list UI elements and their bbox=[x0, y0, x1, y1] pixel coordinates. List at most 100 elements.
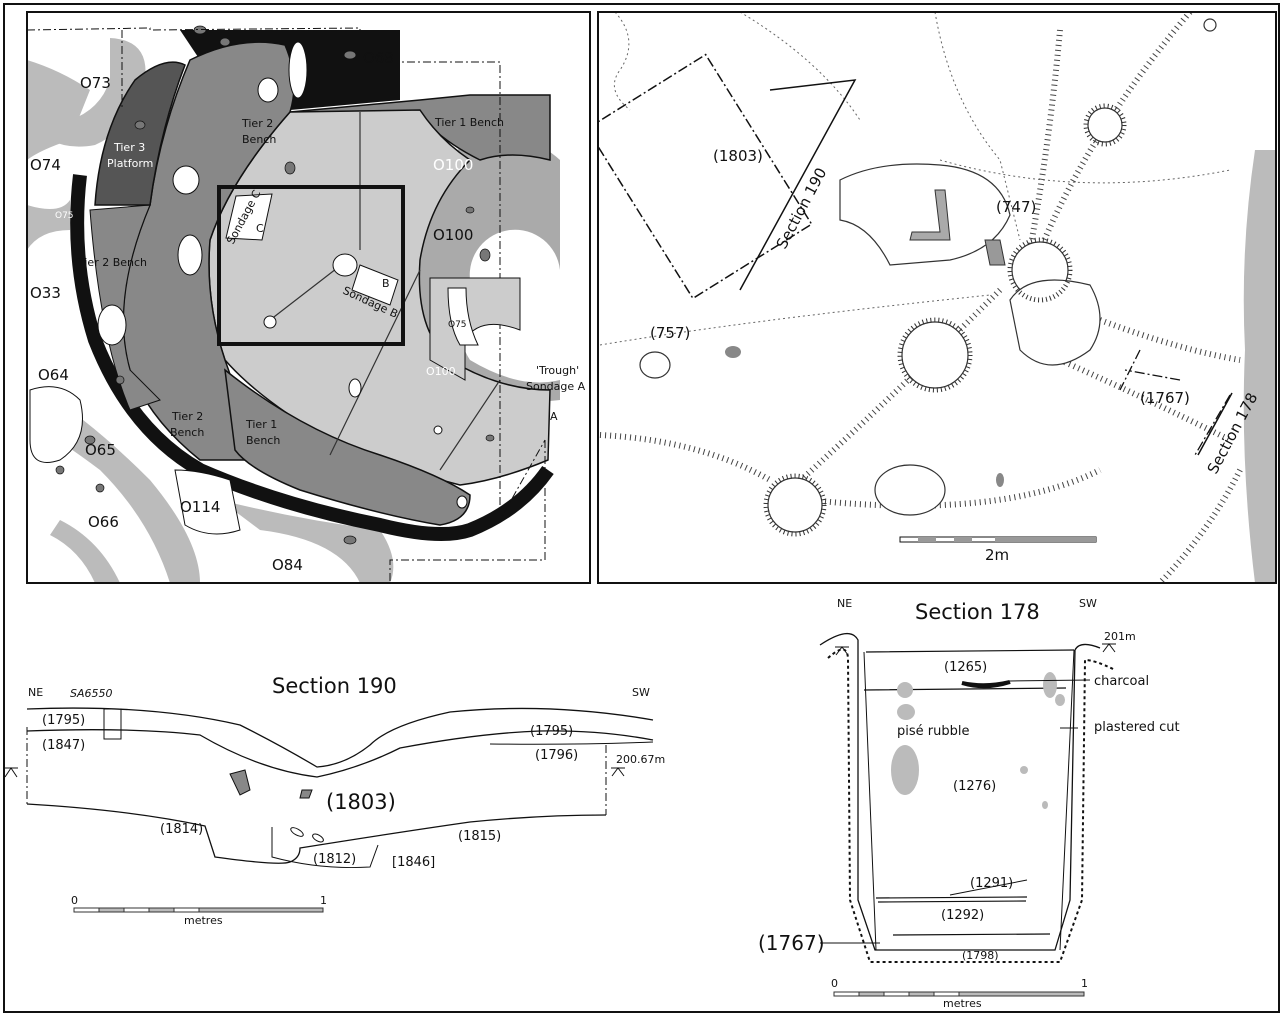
feature-posthole bbox=[456, 495, 468, 509]
deposit-o65 bbox=[40, 390, 200, 583]
label-o65: O65 bbox=[85, 441, 116, 459]
orientation-ne: NE bbox=[837, 597, 852, 610]
label-tier2-bench: Tier 2 bbox=[171, 410, 203, 423]
label-o66: O66 bbox=[88, 513, 119, 531]
plan-right-frame bbox=[597, 11, 1277, 584]
scale-end: 1 bbox=[1081, 977, 1088, 990]
label-o84: O84 bbox=[272, 556, 303, 574]
sample-box bbox=[103, 708, 122, 740]
plastered-cut-line bbox=[827, 648, 1116, 963]
label-o33: O33 bbox=[30, 284, 61, 302]
stone bbox=[299, 789, 313, 799]
label-tier1-bench: Bench bbox=[246, 434, 280, 447]
layer-label: (1795) bbox=[530, 724, 573, 739]
feature-pit bbox=[332, 253, 358, 277]
section-178-title: Section 178 bbox=[915, 600, 1040, 624]
orientation-sw: SW bbox=[632, 686, 650, 699]
focus-box bbox=[217, 185, 405, 346]
layer-label: (1847) bbox=[42, 738, 85, 753]
feature-pit bbox=[177, 234, 203, 276]
section-190-line bbox=[739, 79, 857, 291]
cut-sides bbox=[863, 649, 1075, 951]
plan-right: (1803) Section 190 (747) (757) (1767) Se… bbox=[598, 12, 1276, 583]
layer-label: (1815) bbox=[458, 829, 501, 844]
stone bbox=[312, 833, 324, 843]
wall-band bbox=[70, 174, 554, 541]
leader-lines bbox=[820, 679, 1091, 944]
orientation-ne: NE bbox=[28, 686, 43, 699]
excavation-limit bbox=[27, 27, 546, 583]
label-b: B bbox=[382, 277, 390, 290]
floor-partitions bbox=[269, 112, 501, 471]
label-o75: O75 bbox=[448, 320, 467, 330]
label-o74: O74 bbox=[30, 156, 61, 174]
section-190: Section 190 NE SW SA6550 (1795) (1847) (… bbox=[4, 674, 665, 927]
tier2-bench-west bbox=[89, 204, 161, 411]
section-178: Section 178 NE SW 201m (1265) charcoal p… bbox=[758, 597, 1180, 1010]
layer-label: (1292) bbox=[941, 908, 984, 923]
label-o100: O100 bbox=[433, 226, 473, 244]
section-190-title: Section 190 bbox=[272, 674, 397, 698]
layer-label: (1795) bbox=[42, 713, 85, 728]
plan-right-scale-bar bbox=[899, 536, 1097, 543]
label-tier1-bench: Tier 1 bbox=[245, 418, 277, 431]
stone bbox=[290, 827, 304, 837]
cut-outline bbox=[819, 633, 1101, 951]
deposit-o84 bbox=[220, 500, 394, 583]
scale-label: 2m bbox=[985, 546, 1009, 564]
label-trough: 'Trough' bbox=[536, 364, 579, 377]
feature-posthole bbox=[348, 378, 362, 398]
feature-o114 bbox=[174, 469, 241, 535]
label-tier2-bench: Tier 2 Bench bbox=[77, 256, 147, 269]
scale-unit: metres bbox=[943, 997, 982, 1010]
deposit-o66 bbox=[50, 520, 120, 583]
cut-1846 bbox=[271, 827, 379, 869]
layer-label-1803: (1803) bbox=[326, 790, 396, 814]
section-190-box bbox=[598, 53, 813, 300]
label-o100: O100 bbox=[426, 365, 456, 378]
layer-label: (1812) bbox=[313, 852, 356, 867]
layer-label: (1798) bbox=[962, 949, 999, 962]
pise-rubble bbox=[891, 672, 1065, 809]
label-o75: O75 bbox=[500, 478, 519, 488]
label-sondage-a: Sondage A bbox=[526, 380, 586, 393]
layer-label: plastered cut bbox=[1094, 720, 1180, 735]
dotted-boundaries bbox=[599, 12, 1231, 346]
feature-posthole bbox=[433, 425, 443, 435]
label-o75: O75 bbox=[232, 468, 251, 478]
section-178-line bbox=[1197, 392, 1233, 456]
sondage-c-outline bbox=[225, 193, 273, 241]
tier3-platform bbox=[94, 61, 186, 206]
label-tier2-bench: Tier 2 bbox=[241, 117, 273, 130]
layer-label: charcoal bbox=[1094, 674, 1149, 689]
label-o68: O68 bbox=[363, 49, 394, 67]
label-1803: (1803) bbox=[713, 147, 763, 165]
trough bbox=[447, 287, 479, 346]
datum-marker bbox=[835, 643, 1116, 656]
feature-pit bbox=[97, 304, 127, 346]
layer-label: [1846] bbox=[392, 855, 435, 870]
layer-label: (1265) bbox=[944, 660, 987, 675]
tier1-bench-south bbox=[224, 368, 471, 526]
pit-hachures bbox=[763, 103, 1127, 537]
layer-boundaries bbox=[863, 649, 1075, 936]
label-tier3-platform: Tier 3 bbox=[113, 141, 145, 154]
label-tier1-bench: Tier 1 Bench bbox=[434, 116, 504, 129]
plan-left-frame bbox=[26, 11, 591, 584]
scale-start: 0 bbox=[71, 894, 78, 907]
deposit-o75-west bbox=[27, 200, 70, 250]
plaster-l bbox=[909, 189, 951, 241]
layer-1795-base bbox=[26, 729, 654, 778]
plan-left: O68 O73 O74 O33 O64 O65 O66 O114 O84 O10… bbox=[27, 12, 590, 583]
label-1767: (1767) bbox=[1140, 389, 1190, 407]
scale-start: 0 bbox=[831, 977, 838, 990]
section-178-scale-bar bbox=[833, 991, 1085, 997]
deposit-west bbox=[27, 60, 90, 160]
charcoal-lens bbox=[961, 680, 1011, 689]
label-747: (747) bbox=[996, 198, 1036, 216]
label-o73: O73 bbox=[80, 74, 111, 92]
feature-pit bbox=[172, 165, 200, 195]
layer-label: pisé rubble bbox=[897, 724, 969, 739]
section-limits bbox=[26, 727, 607, 815]
